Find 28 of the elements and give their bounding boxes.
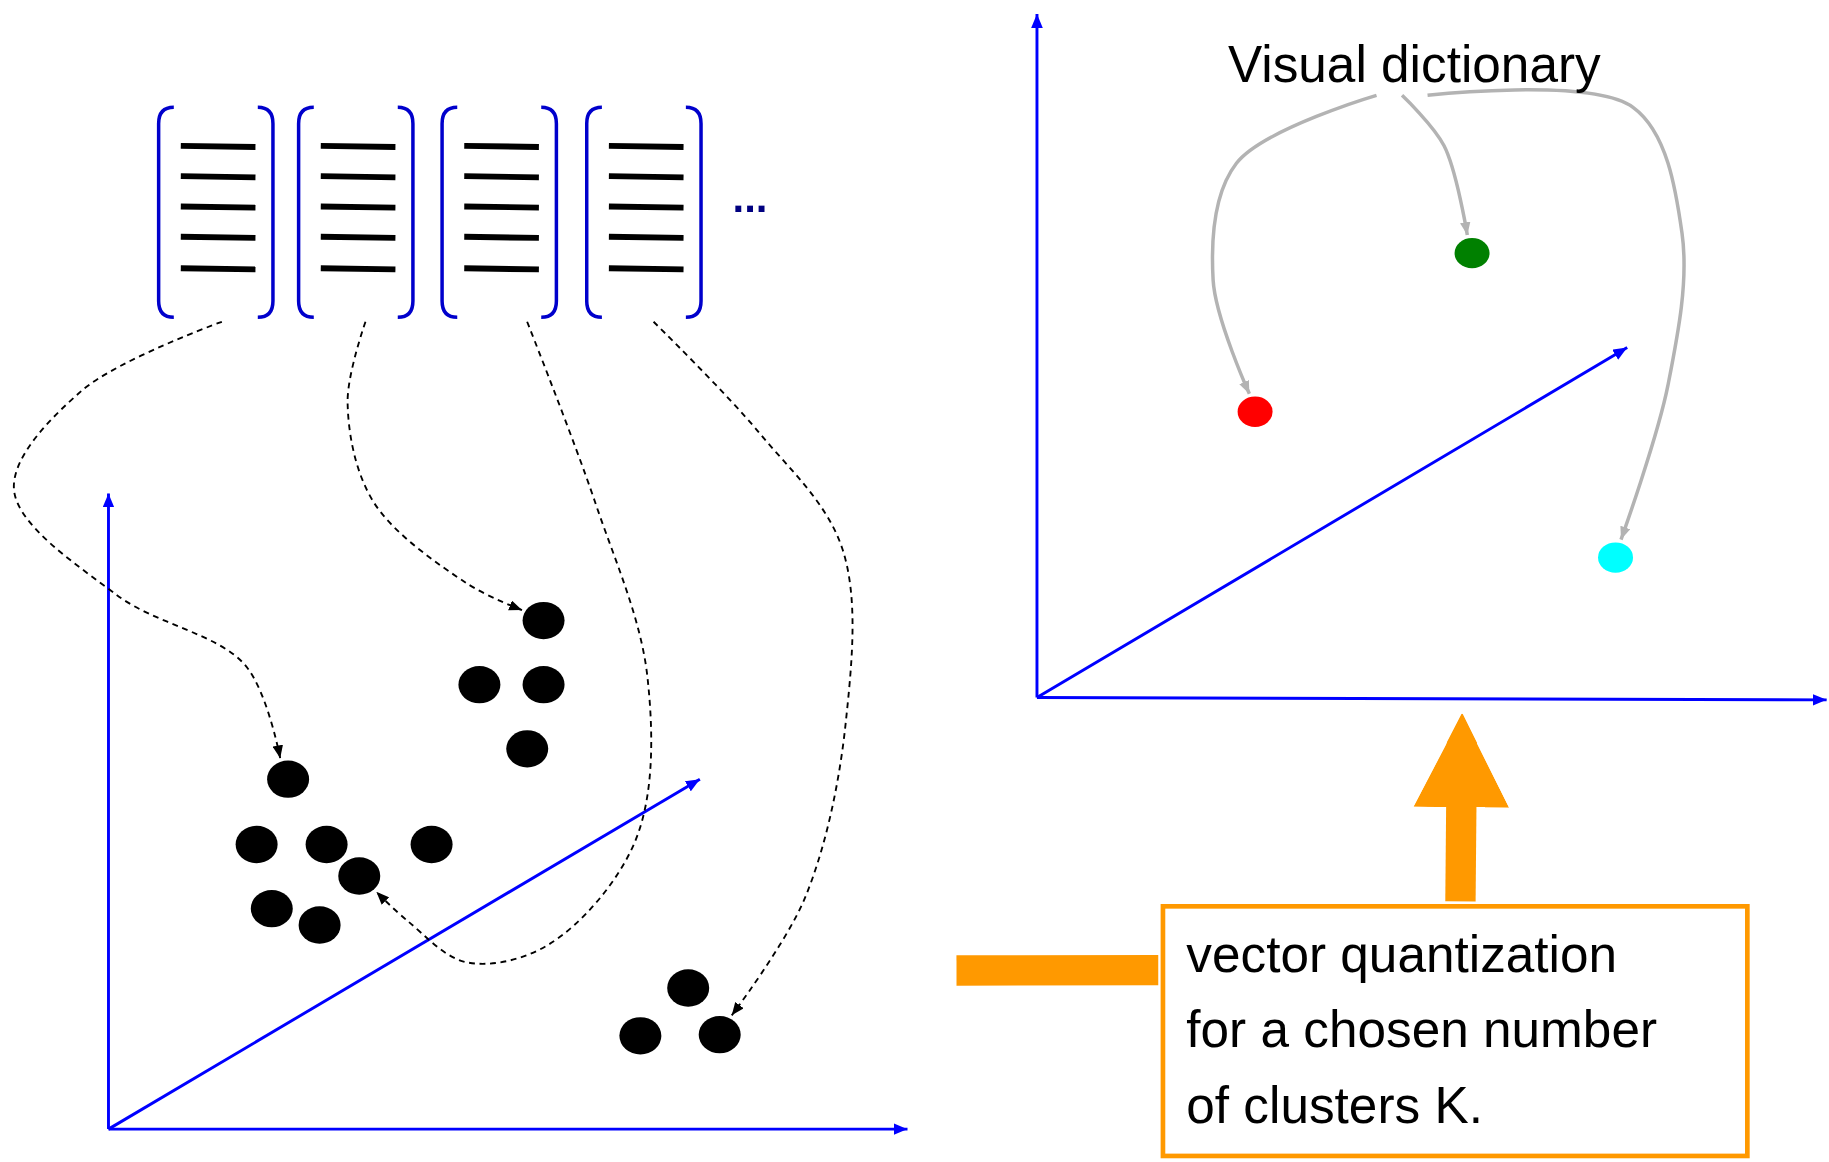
dot: [458, 666, 501, 704]
dot: [522, 666, 565, 704]
dot: [1454, 237, 1490, 269]
arrow: [1210, 93, 1378, 395]
dot: [667, 969, 710, 1007]
arrow: [13, 320, 283, 760]
dot: [267, 760, 310, 798]
dot: [338, 857, 381, 895]
thick-arrow: [1413, 713, 1510, 902]
dot: [1598, 542, 1634, 573]
arrow: [346, 320, 523, 612]
dot: [235, 825, 278, 864]
dot: [305, 825, 348, 864]
arrow: [375, 320, 653, 965]
dot: [619, 1017, 662, 1055]
arrow: [1427, 88, 1686, 541]
dot: [298, 906, 341, 944]
text-box: vector quantization for a chosen number of clusters K.: [1160, 904, 1750, 1159]
dot: [698, 1016, 741, 1054]
dictionary-label: Visual dictionary: [1178, 25, 1651, 94]
dot: [1237, 396, 1273, 427]
dot: [250, 890, 293, 928]
arrow: [652, 320, 854, 1017]
arrow: [1400, 94, 1471, 236]
dot: [410, 825, 453, 864]
dot: [506, 730, 549, 768]
dot: [522, 601, 565, 640]
ellipsis-label: ...: [732, 174, 768, 222]
